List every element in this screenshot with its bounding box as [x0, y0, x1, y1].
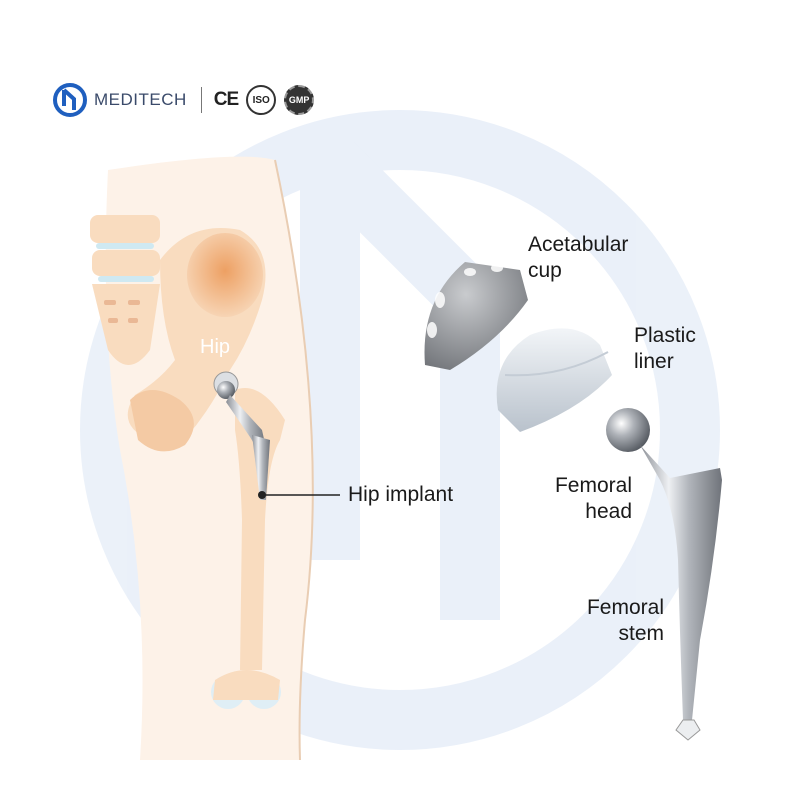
- watermark-logo: [80, 110, 720, 750]
- plastic-liner: [496, 328, 612, 432]
- spine: [90, 215, 160, 365]
- femoral-stem-label-line1: Femoral: [586, 596, 664, 619]
- hip-label: Hip: [200, 336, 231, 358]
- femoral-stem-label: Femoral stem: [552, 595, 664, 647]
- femoral-stem-label-line2: stem: [618, 622, 664, 645]
- md-logo-icon: [53, 83, 87, 117]
- femoral-head-label: Femoral head: [520, 473, 632, 525]
- acetabular-cup-label-line1: Acetabular: [528, 233, 629, 256]
- brand-bar: MEDITECH CE ISO GMP: [52, 80, 322, 120]
- gmp-badge-icon: GMP: [284, 85, 315, 115]
- femur: [211, 388, 285, 709]
- acetabular-cup: [424, 262, 528, 370]
- implanted-prosthesis: [213, 371, 270, 500]
- femoral-stem-prosthesis: [606, 408, 722, 741]
- acetabular-cup-label: Acetabular cup: [528, 232, 628, 284]
- plastic-liner-label-line2: liner: [634, 350, 674, 373]
- femoral-head-label-line1: Femoral: [554, 474, 632, 497]
- brand-divider: [200, 87, 202, 113]
- brand-name: MEDITECH: [94, 90, 187, 109]
- ce-mark-icon: CE: [213, 89, 239, 110]
- hip-implant-label: Hip implant: [348, 483, 454, 506]
- plastic-liner-label-line1: Plastic: [634, 324, 696, 347]
- plastic-liner-label: Plastic liner: [634, 323, 696, 375]
- iso-badge-icon: ISO: [246, 85, 277, 115]
- femoral-head-label-line2: head: [585, 500, 632, 523]
- acetabular-cup-label-line2: cup: [528, 259, 562, 282]
